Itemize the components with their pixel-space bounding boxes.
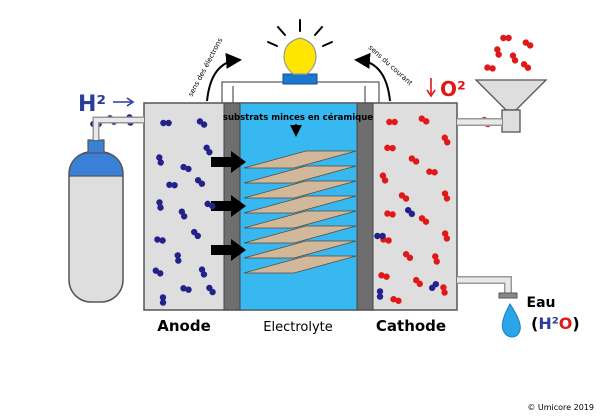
hydrogen-molecule-icon xyxy=(206,284,216,296)
oxygen-molecule-icon xyxy=(378,272,390,280)
oxygen-molecule-icon xyxy=(432,253,440,265)
copyright-text: © Umicore 2019 xyxy=(527,403,594,412)
anode-label: Anode xyxy=(157,317,211,335)
oxygen-molecule-icon xyxy=(418,115,430,125)
oxygen-molecule-icon xyxy=(412,276,424,288)
hydrogen-molecule-icon xyxy=(194,177,206,187)
hydrogen-pipe xyxy=(92,116,144,140)
current-flow-arrow-icon xyxy=(354,52,391,102)
light-bulb-icon xyxy=(267,19,333,85)
oxygen-molecule-icon xyxy=(386,118,398,126)
hydrogen-molecule-icon xyxy=(166,181,178,189)
oxygen-molecule-icon xyxy=(500,34,512,42)
hydrogen-molecule-icon xyxy=(174,252,182,264)
hydrogen-molecule-icon xyxy=(428,280,440,292)
oxygen-molecule-icon xyxy=(440,284,448,296)
water-formula: (H²O) xyxy=(531,314,580,333)
oxygen-label: O² xyxy=(440,77,466,101)
hydrogen-molecule-icon xyxy=(178,208,188,220)
oxygen-molecule-icon xyxy=(426,168,438,176)
ceramic-plate xyxy=(243,240,357,259)
flow-arrow-icon xyxy=(211,151,246,173)
hydrogen-molecule-icon xyxy=(152,267,164,277)
oxygen-molecule-icon xyxy=(402,251,414,261)
water-drop-icon xyxy=(501,303,521,338)
electron-flow-label: sens des électrons xyxy=(187,36,225,98)
hydrogen-molecule-icon xyxy=(156,154,164,166)
oxygen-molecule-icon xyxy=(379,172,389,184)
hydrogen-label: H² xyxy=(78,92,106,117)
ceramic-plate xyxy=(243,180,357,199)
hydrogen-molecule-icon xyxy=(159,294,167,306)
hydrogen-molecule-icon xyxy=(180,163,192,173)
oxygen-molecule-icon xyxy=(484,64,496,72)
hydrogen-molecule-icon xyxy=(191,228,201,240)
oxygen-molecule-icon xyxy=(441,230,451,242)
oxygen-molecule-icon xyxy=(494,46,502,58)
hydrogen-molecule-icon xyxy=(404,206,416,218)
water-label: Eau xyxy=(527,295,556,311)
oxygen-molecule-icon xyxy=(509,52,519,64)
ceramic-label: substrats minces en céramique xyxy=(223,112,373,123)
hydrogen-tank-icon xyxy=(68,139,124,303)
oxygen-molecule-icon xyxy=(441,134,451,146)
hydrogen-molecule-icon xyxy=(376,288,384,300)
hydrogen-molecule-icon xyxy=(156,199,164,211)
hydrogen-flow-arrows xyxy=(211,151,246,261)
ceramic-plate xyxy=(243,150,357,169)
ceramic-plate xyxy=(243,210,357,229)
oxygen-molecule-icon xyxy=(384,210,396,218)
oxygen-molecule-icon xyxy=(390,295,402,305)
oxygen-molecule-icon xyxy=(408,155,420,165)
ceramic-plate xyxy=(243,165,357,184)
flow-arrow-icon xyxy=(211,195,246,217)
flow-arrow-icon xyxy=(211,239,246,261)
cathode-electrode xyxy=(356,102,374,311)
electron-flow-arrow-icon xyxy=(206,52,242,102)
hydrogen-molecule-icon xyxy=(180,285,192,293)
hydrogen-molecule-icon xyxy=(198,266,208,278)
oxygen-molecule-icon xyxy=(398,192,410,202)
hydrogen-molecule-icon xyxy=(196,118,208,128)
ceramic-plate xyxy=(243,255,357,274)
oxygen-molecule-icon xyxy=(384,144,396,152)
hydrogen-molecule-icon xyxy=(154,236,166,244)
hydrogen-molecule-icon xyxy=(204,200,216,210)
hydrogen-molecule-icon xyxy=(160,119,172,127)
hydrogen-molecule-icon xyxy=(203,144,213,156)
wire-housing xyxy=(221,81,380,105)
ceramic-plate xyxy=(243,225,357,244)
electrolyte-label: Electrolyte xyxy=(263,320,332,335)
oxygen-molecule-icon xyxy=(522,39,534,49)
oxygen-molecule-icon xyxy=(418,215,430,225)
hydrogen-molecule-icon xyxy=(374,232,386,240)
cathode-label: Cathode xyxy=(376,317,446,335)
ceramic-plate xyxy=(243,195,357,214)
oxygen-molecule-icon xyxy=(441,190,451,202)
ceramic-plates xyxy=(243,150,357,274)
oxygen-molecule-icon xyxy=(520,61,532,71)
